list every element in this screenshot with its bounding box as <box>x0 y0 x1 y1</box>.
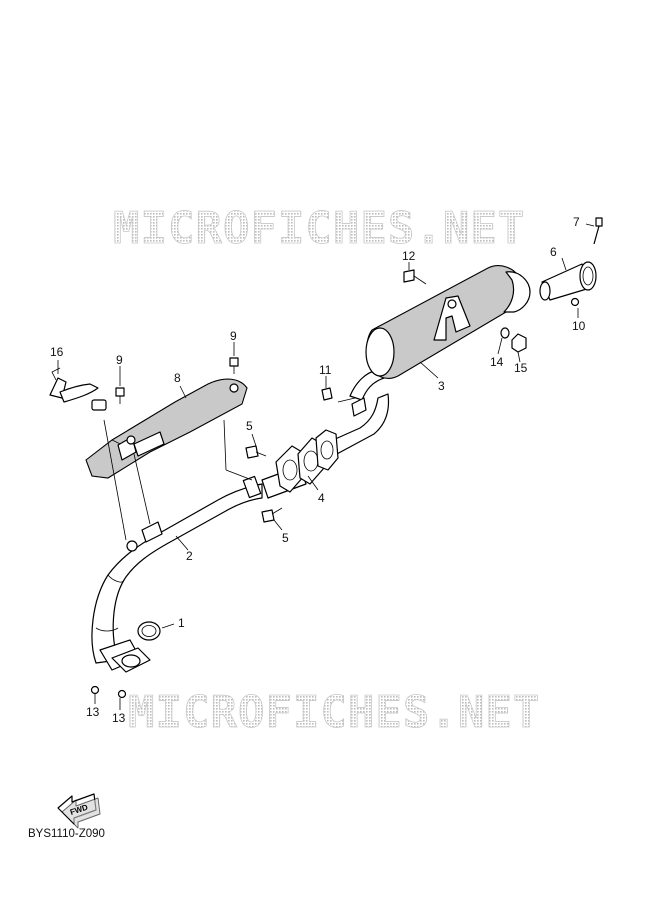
callout-10: 10 <box>572 319 586 333</box>
callout-9-right: 9 <box>230 329 237 343</box>
washer-14 <box>500 327 510 339</box>
tail-pipe <box>539 261 597 301</box>
callout-7: 7 <box>573 215 580 229</box>
callout-3: 3 <box>438 379 445 393</box>
bolt-11 <box>321 387 333 401</box>
callout-5-upper: 5 <box>246 419 253 433</box>
bolt-7 <box>593 217 603 245</box>
nut-13-left <box>90 685 100 695</box>
muffler <box>365 265 531 379</box>
callout-11: 11 <box>319 363 332 377</box>
callout-16: 16 <box>50 345 64 359</box>
gasket-plates <box>275 429 339 493</box>
nut-15 <box>511 333 527 353</box>
gasket-ring <box>137 621 161 641</box>
callout-13-right: 13 <box>112 711 126 725</box>
fwd-arrow-icon: FWD <box>57 793 101 829</box>
leader-lines <box>57 223 595 710</box>
callout-9-left: 9 <box>116 353 123 367</box>
bolt-9-left <box>115 387 125 404</box>
watermark-bottom: MICROFICHES.NET <box>128 687 540 738</box>
diagram-code: BYS1110-Z090 <box>28 828 105 840</box>
callout-12: 12 <box>402 249 416 263</box>
callout-15: 15 <box>514 361 528 375</box>
screw-10 <box>570 297 580 307</box>
heat-shield <box>85 378 248 479</box>
bolt-9-right <box>229 357 239 374</box>
pipe-flange <box>111 647 151 673</box>
callout-5-lower: 5 <box>282 531 289 545</box>
callouts: 1 2 3 4 5 5 6 7 8 9 9 10 11 12 13 13 14 … <box>50 215 586 725</box>
nut-13-right <box>117 689 127 699</box>
exhaust-pipe <box>91 475 263 671</box>
callout-1: 1 <box>178 616 185 630</box>
bolt-5-upper <box>245 445 267 459</box>
watermark-top: MICROFICHES.NET <box>113 203 525 254</box>
callout-13-left: 13 <box>86 705 100 719</box>
callout-8: 8 <box>174 371 181 385</box>
callout-6: 6 <box>550 245 557 259</box>
callout-2: 2 <box>186 549 193 563</box>
o2-sensor <box>49 367 107 411</box>
bolt-12 <box>403 269 427 285</box>
callout-14: 14 <box>490 355 504 369</box>
bolt-5-lower <box>261 507 283 523</box>
callout-4: 4 <box>318 491 325 505</box>
